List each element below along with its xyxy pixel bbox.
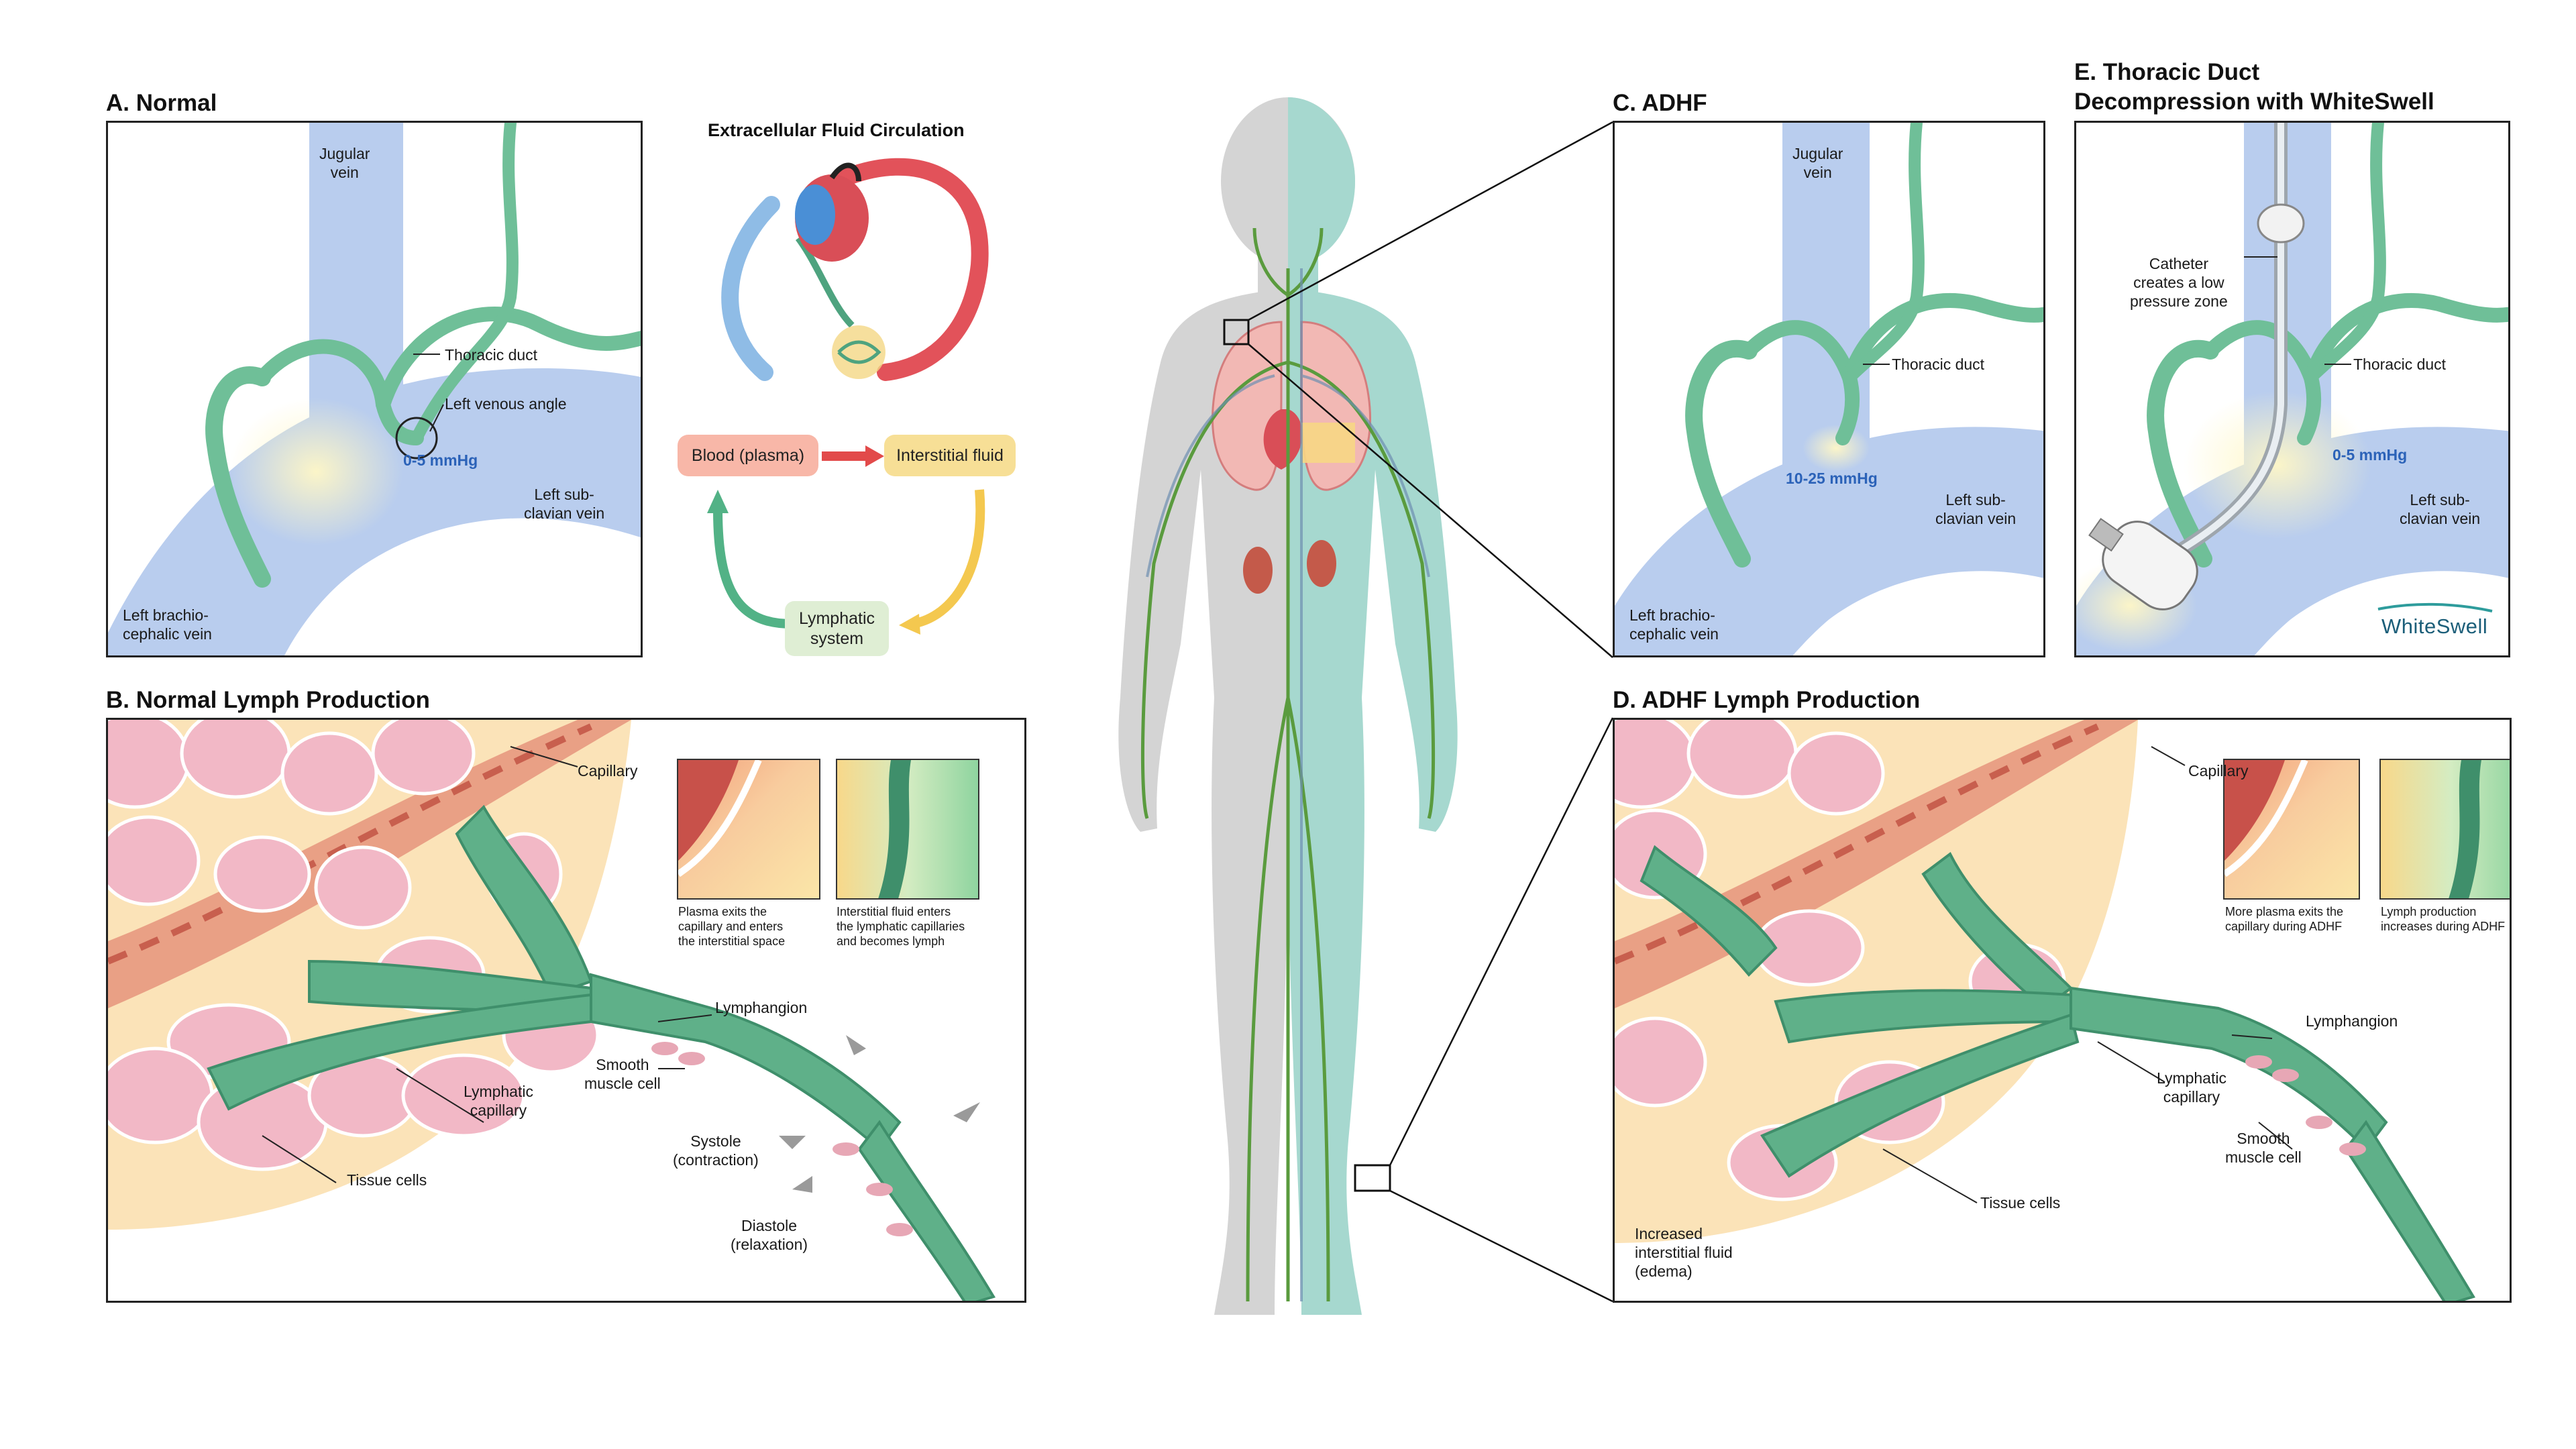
- venous-return-arrow: [721, 196, 780, 381]
- vein-network: [1146, 268, 1430, 1301]
- capillary-label: Capillary: [2188, 762, 2249, 780]
- pressure-label: 10-25 mmHg: [1786, 470, 1878, 487]
- venous-angle-label: Left venous angle: [445, 395, 567, 413]
- interstitial-fluid-box: Interstitial fluid: [884, 435, 1016, 476]
- systole-label: Systole(contraction): [673, 1132, 759, 1169]
- panel-c-callout-box: [1223, 319, 1250, 345]
- capillary-bed: [832, 325, 885, 379]
- panel-c-title: C. ADHF: [1613, 90, 1707, 116]
- capillary-label: Capillary: [578, 762, 638, 780]
- jugular-vein-shape: [309, 123, 403, 438]
- blood-plasma-box: Blood (plasma): [678, 435, 818, 476]
- panel-e-title-line1: E. Thoracic Duct: [2074, 59, 2260, 85]
- panel-a-title: A. Normal: [106, 90, 217, 116]
- smooth-muscle-cells: [651, 1042, 913, 1236]
- lymphatic-capillaries: [207, 804, 996, 1301]
- pressure-label: 0-5 mmHg: [403, 451, 478, 469]
- plasma-exit-inset: [2223, 759, 2360, 900]
- leader-lines: [262, 746, 712, 1183]
- lymph-path: [795, 236, 855, 328]
- circulation-title: Extracellular Fluid Circulation: [708, 120, 965, 140]
- pressure-label: 0-5 mmHg: [2332, 446, 2408, 464]
- subclavian-label: Left sub-clavian vein: [524, 486, 605, 522]
- logo-swoosh: [2377, 602, 2493, 612]
- tissue-cells-label: Tissue cells: [1980, 1194, 2061, 1212]
- panel-e-title-line2: Decompression with WhiteSwell: [2074, 89, 2434, 115]
- subclavian-label: Left sub-clavian vein: [1935, 491, 2017, 527]
- panel-c-illustration: [1615, 123, 2043, 655]
- arterial-arrow: [837, 158, 989, 381]
- panel-d-illustration: [1615, 720, 2510, 1301]
- circulation-diagram: [721, 158, 989, 381]
- catheter-pump: [2088, 517, 2198, 610]
- lymph-entry-inset: [2379, 759, 2510, 900]
- tissue-cells-label: Tissue cells: [347, 1171, 427, 1189]
- thoracic-duct-label: Thoracic duct: [2353, 356, 2447, 373]
- flow-arrows: [779, 1035, 980, 1193]
- panel-d-title: D. ADHF Lymph Production: [1613, 687, 1921, 713]
- brachiocephalic-label: Left brachio-cephalic vein: [123, 606, 212, 643]
- circulation-return-arrows: [707, 489, 985, 635]
- panel-a-illustration: [108, 123, 641, 655]
- panel-e-illustration: [2076, 123, 2508, 655]
- lungs: [1212, 321, 1371, 491]
- whiteswell-logo: WhiteSwell: [2381, 614, 2488, 638]
- brachiocephalic-label: Left brachio-cephalic vein: [1629, 606, 1719, 643]
- kidneys: [1243, 540, 1336, 594]
- lymphangion-label: Lymphangion: [715, 999, 808, 1016]
- panel-b-title: B. Normal Lymph Production: [106, 687, 430, 713]
- lymph-inflow-glow: [229, 398, 403, 545]
- panel-d-callout-box: [1354, 1164, 1391, 1192]
- lymphangion-label: Lymphangion: [2306, 1012, 2398, 1030]
- thoracic-duct-label: Thoracic duct: [445, 346, 538, 364]
- thoracic-duct-label: Thoracic duct: [1892, 356, 1985, 373]
- plasma-exit-inset: [677, 759, 820, 900]
- lymph-network: [1140, 227, 1436, 1302]
- diastole-label: Diastole(relaxation): [731, 1217, 808, 1253]
- lymph-entry-inset: [836, 759, 979, 900]
- catheter-balloon: [2257, 203, 2305, 244]
- venous-angle-marker: [395, 417, 438, 460]
- subclavian-label: Left sub-clavian vein: [2400, 491, 2481, 527]
- human-body-figure: [1118, 97, 1458, 1315]
- blood-to-interstitial-arrow: [822, 445, 884, 467]
- thoracic-duct-left: [205, 366, 271, 588]
